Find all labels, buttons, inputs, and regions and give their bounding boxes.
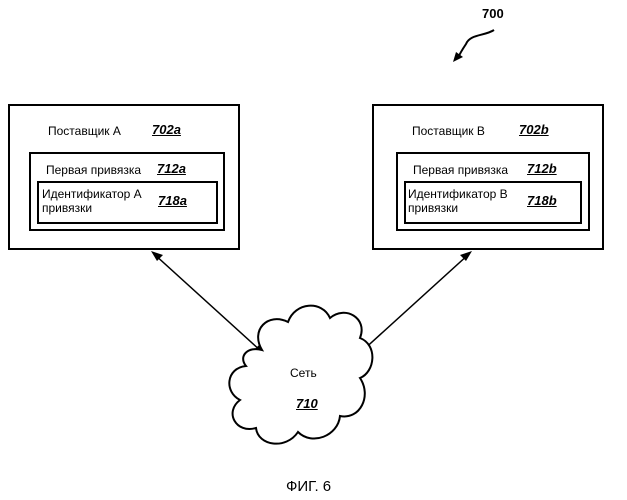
provider-b-ref: 702b: [519, 122, 549, 137]
provider-a-binding-label: Первая привязка: [46, 163, 141, 177]
provider-a-identifier-line2: привязки: [42, 202, 92, 215]
provider-a-binding-ref: 712a: [157, 161, 186, 176]
figure-ref-arrowhead: [453, 52, 463, 62]
provider-b-identifier-ref: 718b: [527, 193, 557, 208]
figure-ref-arrow: [458, 30, 494, 58]
provider-a-identifier-line1: Идентификатор A: [42, 188, 142, 201]
provider-b-identifier-line1: Идентификатор B: [408, 188, 508, 201]
network-ref: 710: [296, 396, 318, 411]
arrow-provider-b-network: [361, 254, 469, 352]
arrow-provider-a-network: [154, 254, 262, 352]
provider-b-binding-ref: 712b: [527, 161, 557, 176]
provider-a-identifier-ref: 718a: [158, 193, 187, 208]
provider-b-label: Поставщик B: [412, 124, 485, 138]
provider-a-label: Поставщик A: [48, 124, 121, 138]
arrowhead-a-top: [151, 251, 163, 261]
provider-b-binding-label: Первая привязка: [413, 163, 508, 177]
figure-caption: ФИГ. 6: [286, 478, 331, 495]
arrowhead-b-top: [460, 251, 472, 261]
provider-a-ref: 702a: [152, 122, 181, 137]
provider-b-identifier-line2: привязки: [408, 202, 458, 215]
network-label: Сеть: [290, 366, 317, 380]
